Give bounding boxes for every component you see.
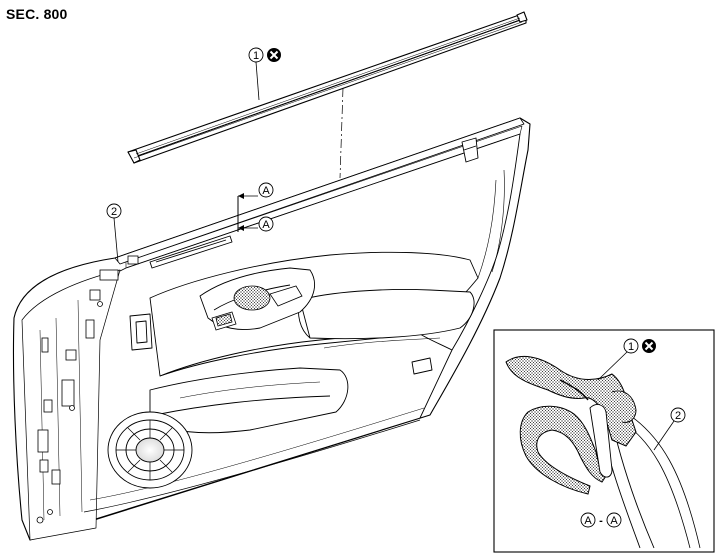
inner-frame-details [36,255,139,524]
callout-number: 1 [253,50,259,62]
section-a-a-inset: 1 2 A - A [493,329,715,553]
svg-text:A: A [584,515,592,527]
section-marker-label: A [262,185,270,197]
callout-number: 2 [111,206,117,218]
speaker-grille [107,411,193,489]
inside-handle [211,285,303,331]
svg-text:A: A [610,515,618,527]
section-view-label: A - A [580,512,622,528]
x-circle-icon [267,48,281,62]
section-label: SEC. 800 [6,6,68,22]
section-marker-label: A [262,219,270,231]
callout-number: 2 [675,410,681,422]
x-circle-icon [642,339,656,353]
callout-part-1-top: 1 [248,47,281,101]
section-marker-a: A A [237,182,274,232]
door-trim [83,137,505,513]
callout-part-2-door: 2 [106,203,122,263]
callout-number: 1 [628,341,634,353]
centerline [339,87,344,179]
outer-weatherstrip-part [127,11,528,164]
svg-text:-: - [599,515,603,527]
